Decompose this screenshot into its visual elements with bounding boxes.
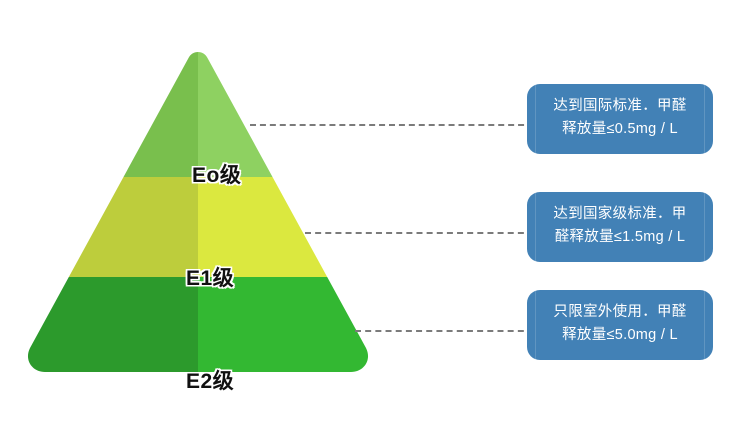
callout-box-e1: 达到国家级标准．甲 醛释放量≤1.5mg / L bbox=[527, 192, 713, 262]
callout-e2-line2: 释放量≤5.0mg / L bbox=[562, 327, 678, 344]
callout-box-e2: 只限室外使用．甲醛 释放量≤5.0mg / L bbox=[527, 290, 713, 360]
callout-e1-line1: 达到国家级标准．甲 bbox=[553, 206, 687, 222]
callout-e0-line2: 释放量≤0.5mg / L bbox=[562, 121, 678, 138]
pyramid-tier-e1-left bbox=[27, 177, 198, 277]
callout-box-e0: 达到国际标准．甲醛 释放量≤0.5mg / L bbox=[527, 84, 713, 154]
callout-e2-line1: 只限室外使用．甲醛 bbox=[553, 304, 687, 320]
pyramid-tier-label-e2: E2级 bbox=[186, 370, 235, 393]
pyramid-graphic: Eo级 E1级 E2级 bbox=[26, 46, 374, 393]
pyramid-tier-label-e1: E1级 bbox=[186, 267, 235, 290]
pyramid-tier-e2-left bbox=[27, 277, 198, 372]
callout-e1-line2: 醛释放量≤1.5mg / L bbox=[554, 229, 686, 246]
connector-line-e2 bbox=[355, 330, 534, 332]
connector-line-e0 bbox=[250, 124, 534, 126]
pyramid-tier-e0-right bbox=[198, 52, 369, 177]
pyramid-tier-label-e0: Eo级 bbox=[192, 164, 242, 187]
pyramid-tier-e0-left bbox=[27, 52, 198, 177]
callout-e0-line1: 达到国际标准．甲醛 bbox=[553, 98, 687, 114]
connector-line-e1 bbox=[305, 232, 534, 234]
pyramid-svg bbox=[27, 52, 369, 372]
